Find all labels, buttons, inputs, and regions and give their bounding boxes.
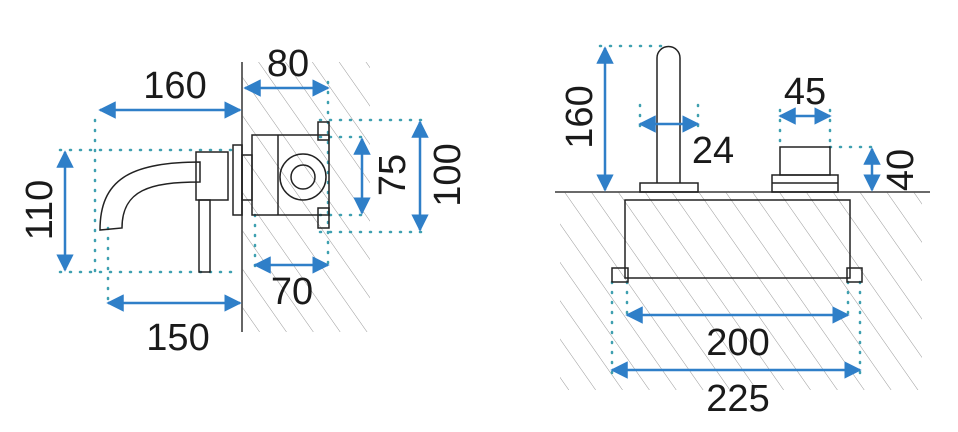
dim-label-200: 200	[706, 322, 769, 364]
faucet-side	[99, 121, 330, 273]
dim-label-24: 24	[692, 130, 734, 172]
wall-hatching	[242, 62, 370, 332]
dim-label-110: 110	[19, 180, 61, 241]
side-view: 160 80 110 150 70 75 100	[19, 43, 469, 359]
faucet-front	[611, 45, 863, 283]
dim-label-150: 150	[146, 317, 209, 359]
floor-hatching	[560, 192, 922, 390]
dim-label-80: 80	[267, 43, 309, 85]
front-view: 160 24 45 40 200 225	[555, 44, 930, 420]
dim-label-45: 45	[784, 71, 826, 113]
dim-label-40: 40	[880, 149, 922, 191]
dim-label-100: 100	[427, 143, 469, 206]
dim-label-160-height: 160	[559, 85, 601, 148]
dim-label-160: 160	[143, 65, 206, 107]
dim-label-70: 70	[271, 271, 313, 313]
dim-label-75: 75	[372, 154, 414, 196]
dim-label-225: 225	[706, 378, 769, 420]
